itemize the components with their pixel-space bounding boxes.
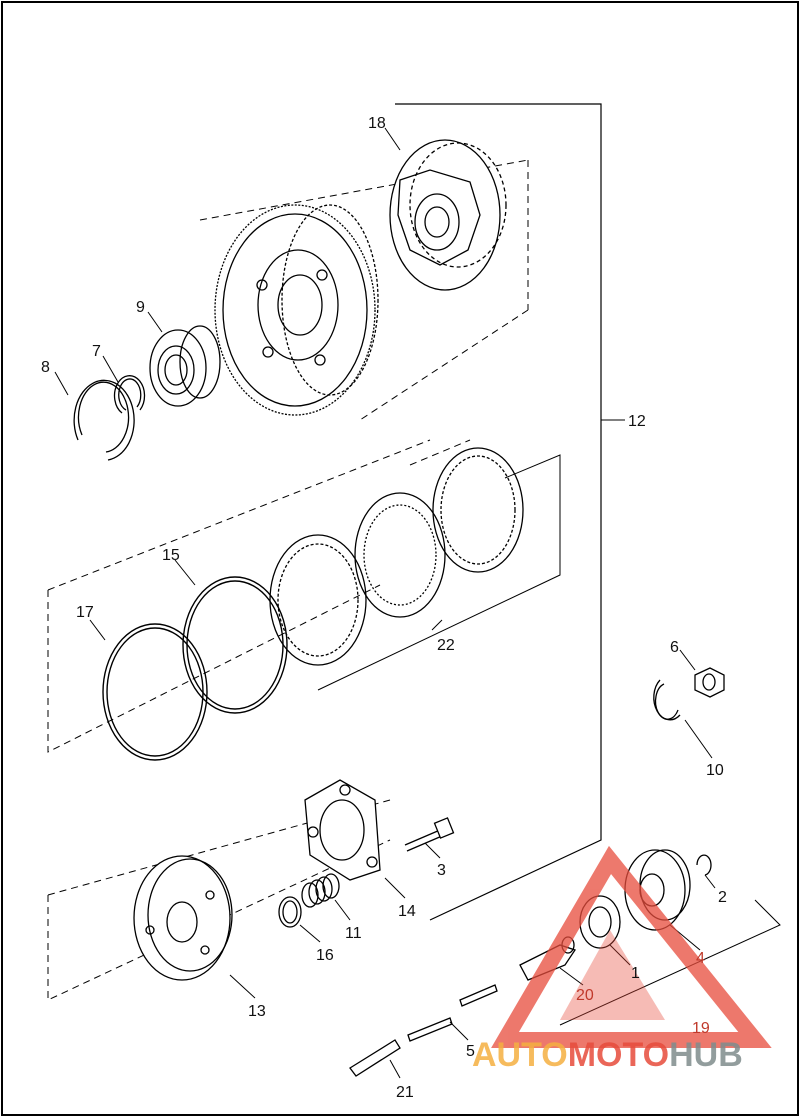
part-2-ring: [696, 854, 712, 876]
watermark-hub: HUB: [669, 1036, 743, 1074]
part-14-spring-plate: [304, 779, 381, 881]
leader-lines: [54, 127, 716, 1079]
callout-10: 10: [706, 762, 724, 779]
callout-9: 9: [136, 299, 145, 316]
callout-8: 8: [41, 359, 50, 376]
callout-14: 14: [398, 903, 416, 920]
callout-15: 15: [162, 547, 180, 564]
callout-4: 4: [696, 950, 705, 967]
bracket-22: [317, 454, 561, 691]
part-18-clutch-hub: [389, 139, 507, 291]
part-11-spring: [301, 873, 340, 908]
part-16-retaining-ring: [278, 896, 302, 928]
watermark-text: AUTOMOTOHUB: [472, 1036, 743, 1074]
part-10-retaining-ring: [653, 679, 681, 721]
callout-13: 13: [248, 1003, 266, 1020]
part-17-o-ring: [102, 623, 208, 761]
clutch-drum-gear: [214, 204, 379, 416]
callout-5: 5: [466, 1043, 475, 1060]
callout-19: 19: [692, 1020, 710, 1037]
part-13-pressure-plate: [133, 855, 233, 981]
callout-11: 11: [345, 925, 362, 942]
callout-labels: 18 12 9 7 8 15 17 22 6 10 3 14 11 16 13 …: [41, 115, 727, 1101]
callout-7: 7: [92, 343, 101, 360]
callout-12: 12: [628, 413, 646, 430]
callout-18: 18: [368, 115, 386, 132]
part-5-push-rod: [407, 984, 498, 1042]
callout-22: 22: [437, 637, 455, 654]
callout-1: 1: [631, 965, 640, 982]
part-8-snap-ring: [73, 379, 135, 461]
callout-21: 21: [396, 1084, 414, 1101]
callout-20: 20: [576, 987, 594, 1004]
callout-3: 3: [437, 862, 446, 879]
callout-17: 17: [76, 604, 94, 621]
part-21-push-rod: [349, 1039, 401, 1077]
part-3-bolt: [404, 817, 455, 852]
callout-2: 2: [718, 889, 727, 906]
callout-16: 16: [316, 947, 334, 964]
part-9-bearing: [149, 325, 221, 407]
part-22-clutch-plates: [269, 447, 524, 666]
part-7-retaining-ring: [113, 375, 146, 414]
bracket-19: [559, 899, 781, 1026]
watermark-moto: MOTO: [568, 1036, 669, 1074]
watermark-logo: [491, 845, 772, 1048]
part-6-nut: [694, 667, 725, 698]
watermark-auto: AUTO: [472, 1036, 568, 1074]
bracket-12: [395, 103, 602, 921]
part-15-o-ring: [182, 576, 288, 714]
callout-6: 6: [670, 639, 679, 656]
dashed-group-friction-plates: [47, 439, 471, 753]
